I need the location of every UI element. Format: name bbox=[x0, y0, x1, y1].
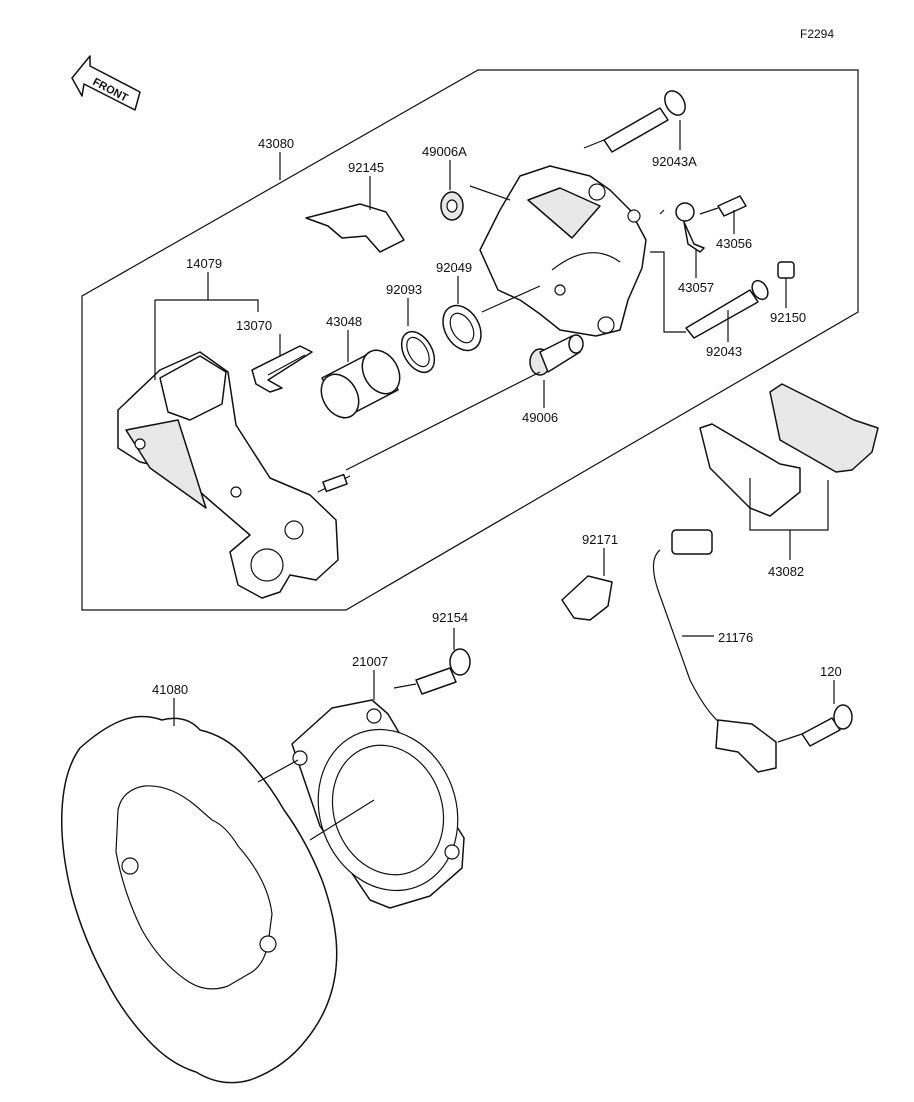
boot-49006a-drawing bbox=[440, 191, 464, 221]
part-label-92171: 92171 bbox=[582, 532, 618, 547]
plug-92150-drawing bbox=[777, 261, 795, 279]
bolt-120-drawing bbox=[801, 704, 853, 747]
part-labels: 43080 92145 49006A 92043A 43056 43057 92… bbox=[152, 136, 842, 697]
part-label-49006: 49006 bbox=[522, 410, 558, 425]
part-label-92043: 92043 bbox=[706, 344, 742, 359]
part-label-21176: 21176 bbox=[718, 630, 753, 645]
front-direction-arrow-icon: FRONT bbox=[71, 55, 141, 111]
clamp-92171-drawing bbox=[561, 575, 613, 621]
piston-drawing bbox=[320, 349, 401, 419]
leader-lines bbox=[154, 120, 835, 841]
bolt-92154-drawing bbox=[415, 648, 471, 695]
part-label-92043a: 92043A bbox=[652, 154, 697, 169]
abs-sensor-drawing bbox=[652, 529, 777, 773]
bleeder-valve-drawing bbox=[699, 195, 747, 217]
pin-92043-drawing bbox=[685, 279, 769, 339]
part-label-41080: 41080 bbox=[152, 682, 188, 697]
pad-spring-92145-drawing bbox=[305, 203, 405, 253]
part-label-14079: 14079 bbox=[186, 256, 222, 271]
caliper-bracket-drawing bbox=[117, 351, 351, 599]
pad-spring-drawing bbox=[251, 345, 313, 393]
pin-92043a-drawing bbox=[603, 90, 686, 153]
bleeder-cap-drawing bbox=[675, 202, 705, 253]
figure-code: F2294 bbox=[800, 27, 834, 41]
part-label-43057: 43057 bbox=[678, 280, 714, 295]
part-label-49006a: 49006A bbox=[422, 144, 467, 159]
part-label-92154: 92154 bbox=[432, 610, 468, 625]
part-label-43080: 43080 bbox=[258, 136, 294, 151]
part-label-92049: 92049 bbox=[436, 260, 472, 275]
part-label-13070: 13070 bbox=[236, 318, 272, 333]
part-label-92145: 92145 bbox=[348, 160, 384, 175]
part-label-43056: 43056 bbox=[716, 236, 752, 251]
brake-disc-drawing bbox=[60, 715, 338, 1084]
caliper-assembly-outline bbox=[81, 69, 859, 611]
part-label-92093: 92093 bbox=[386, 282, 422, 297]
part-label-21007: 21007 bbox=[352, 654, 388, 669]
brake-pads-drawing bbox=[699, 383, 879, 517]
abs-rotor-drawing bbox=[291, 699, 465, 909]
part-label-43048: 43048 bbox=[326, 314, 362, 329]
boot-49006-drawing bbox=[529, 334, 584, 376]
part-label-120: 120 bbox=[820, 664, 842, 679]
part-label-43082: 43082 bbox=[768, 564, 804, 579]
part-label-92150: 92150 bbox=[770, 310, 806, 325]
caliper-body-drawing bbox=[479, 165, 647, 337]
